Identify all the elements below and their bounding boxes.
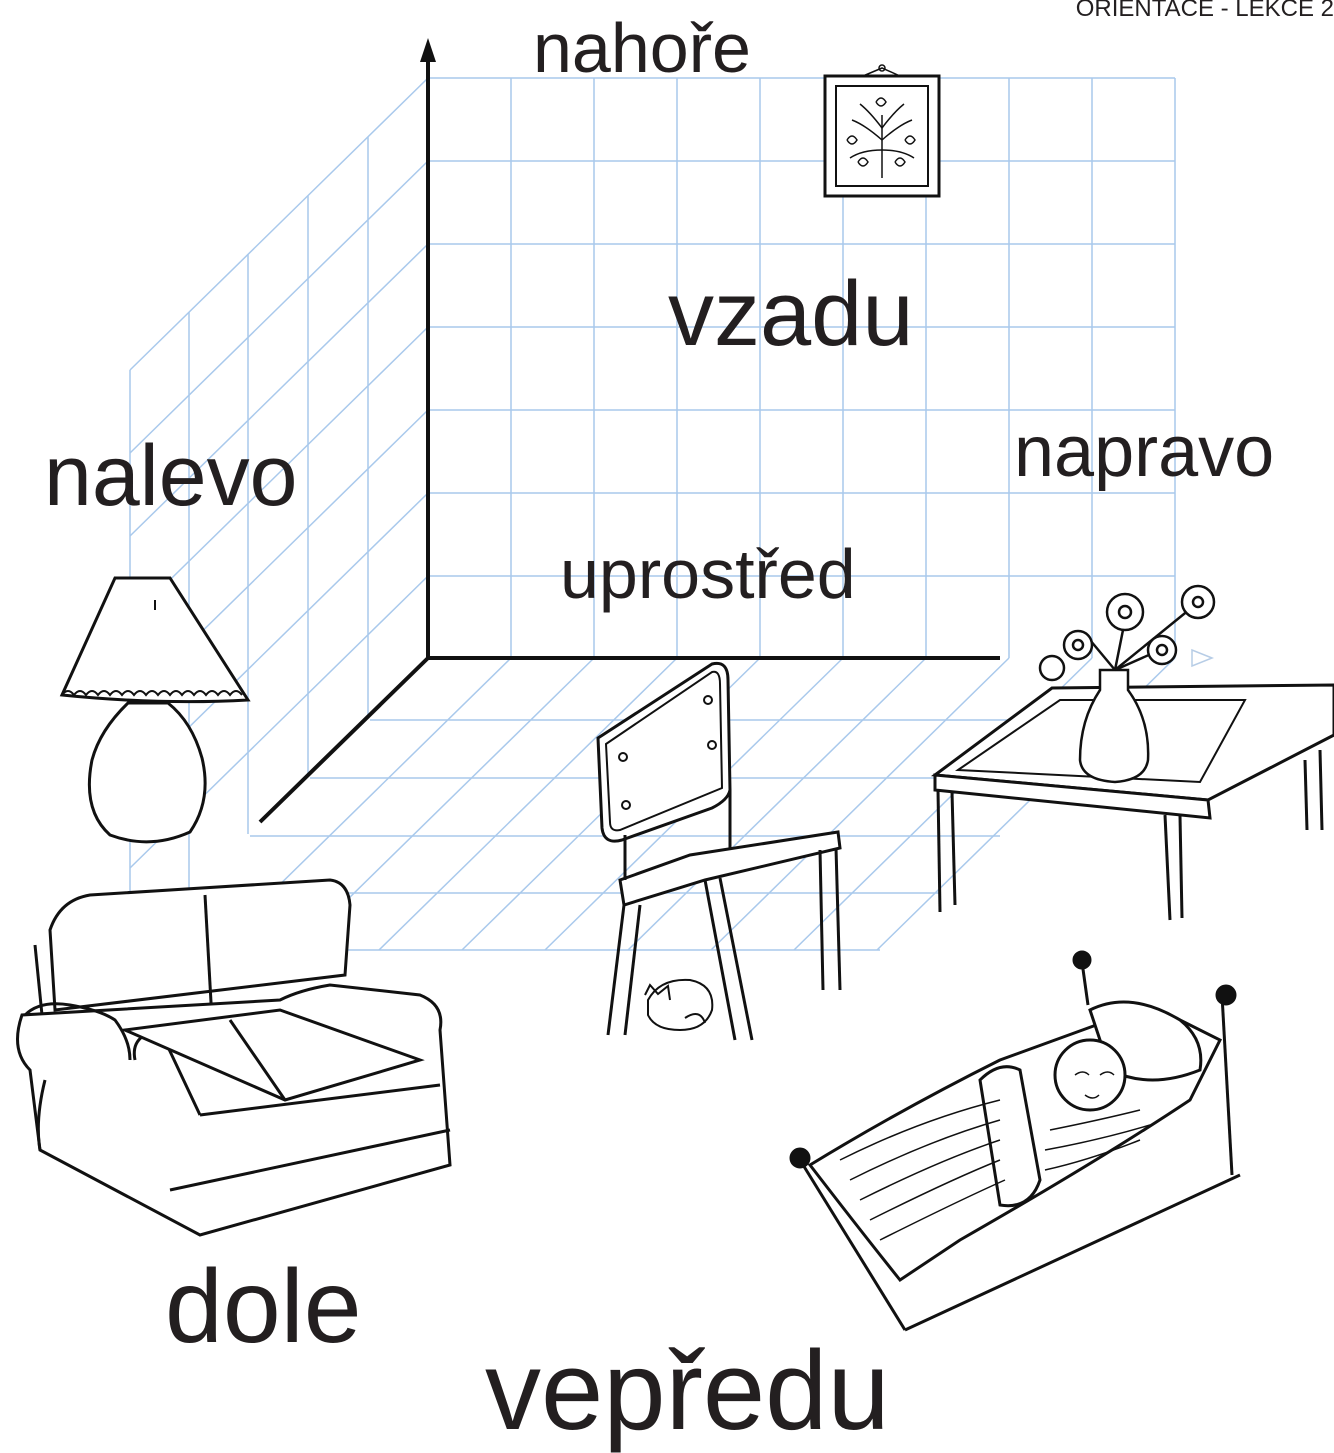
label-left: nalevo bbox=[44, 433, 297, 519]
bed-icon bbox=[791, 952, 1240, 1330]
label-middle: uprostřed bbox=[560, 539, 856, 609]
lamp-icon bbox=[62, 578, 248, 842]
label-right: napravo bbox=[1014, 416, 1274, 488]
picture-frame-icon bbox=[825, 65, 939, 196]
right-arrow-icon bbox=[1192, 650, 1212, 666]
cat-icon bbox=[645, 980, 712, 1030]
label-front: vepředu bbox=[485, 1335, 890, 1447]
label-top: nahoře bbox=[533, 13, 751, 83]
label-bottom: dole bbox=[165, 1255, 362, 1359]
label-back: vzadu bbox=[668, 268, 914, 360]
sofa-icon bbox=[18, 880, 451, 1235]
up-arrow-icon bbox=[420, 38, 436, 62]
